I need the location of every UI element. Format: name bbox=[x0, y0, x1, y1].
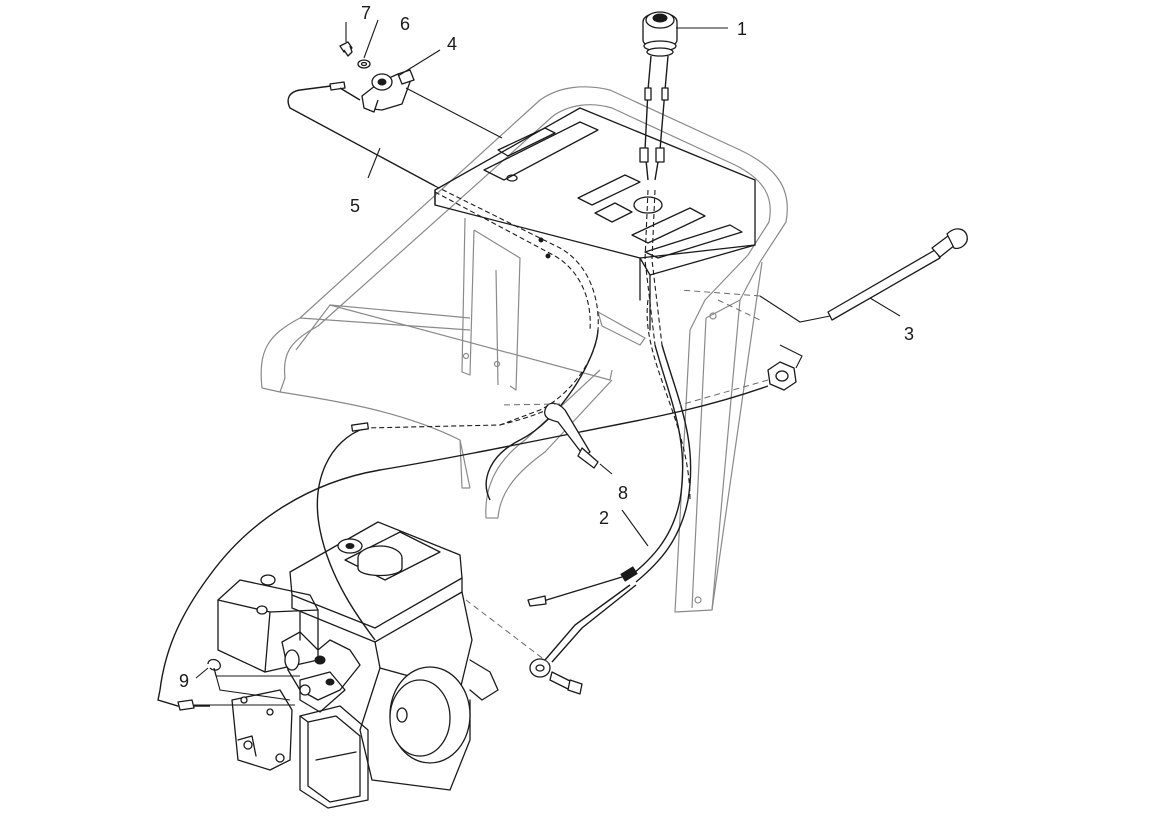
leader-4 bbox=[397, 49, 441, 77]
choke-cable bbox=[159, 228, 968, 691]
leader-lines bbox=[195, 19, 901, 679]
callout-6: 6 bbox=[400, 14, 410, 34]
callout-4: 4 bbox=[447, 34, 457, 54]
callout-5: 5 bbox=[350, 196, 360, 216]
wire-harness bbox=[465, 299, 692, 695]
leader-6 bbox=[363, 19, 379, 59]
callout-2: 2 bbox=[599, 508, 609, 528]
leader-3 bbox=[869, 297, 901, 317]
throttle-cable bbox=[287, 81, 599, 641]
leader-2 bbox=[621, 509, 649, 547]
callout-8: 8 bbox=[618, 483, 628, 503]
callout-9: 9 bbox=[179, 671, 189, 691]
callout-3: 3 bbox=[904, 324, 914, 344]
leader-5 bbox=[367, 147, 381, 179]
handle-frame bbox=[260, 86, 788, 613]
callout-1: 1 bbox=[737, 19, 747, 39]
control-panel bbox=[434, 107, 756, 331]
key-switch bbox=[639, 11, 678, 346]
cable-clip bbox=[157, 658, 300, 711]
throttle-control bbox=[339, 41, 503, 139]
leader-9 bbox=[195, 667, 209, 679]
engine bbox=[217, 521, 499, 809]
callout-7: 7 bbox=[361, 3, 371, 23]
callouts: 1 2 3 4 5 6 7 8 9 bbox=[179, 3, 914, 691]
cable-clamp bbox=[499, 402, 599, 469]
leader-8 bbox=[599, 463, 613, 475]
